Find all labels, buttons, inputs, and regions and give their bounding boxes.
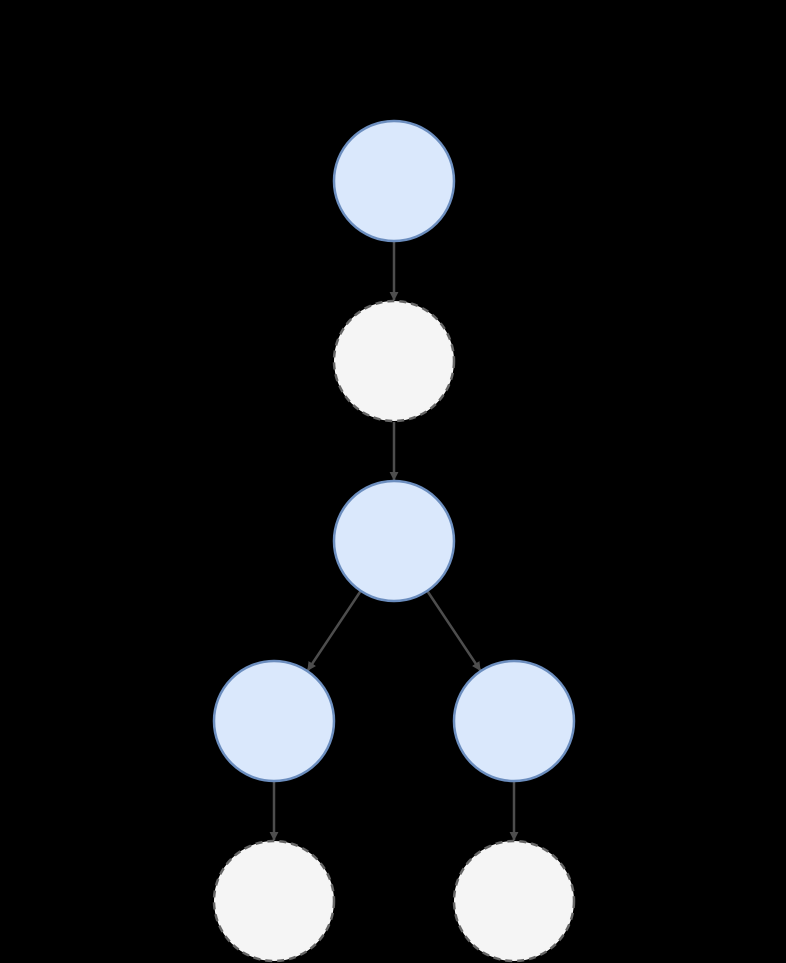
tree-node-n6 (212, 839, 336, 963)
tree-node-n5 (452, 659, 576, 783)
node-circle-dashed (212, 839, 336, 963)
node-circle-solid (452, 659, 576, 783)
tree-node-n7 (452, 839, 576, 963)
node-circle-dashed (332, 299, 456, 423)
node-circle-solid (332, 119, 456, 243)
node-circle-solid (212, 659, 336, 783)
edge-n3-to-n4 (306, 591, 362, 671)
tree-node-n2 (332, 299, 456, 423)
tree-node-n1 (332, 119, 456, 243)
edge-n3-to-n5 (426, 591, 482, 671)
nodes-layer (212, 119, 576, 963)
node-circle-dashed (452, 839, 576, 963)
node-circle-solid (332, 479, 456, 603)
tree-node-n3 (332, 479, 456, 603)
tree-node-n4 (212, 659, 336, 783)
edges-layer (269, 242, 519, 841)
